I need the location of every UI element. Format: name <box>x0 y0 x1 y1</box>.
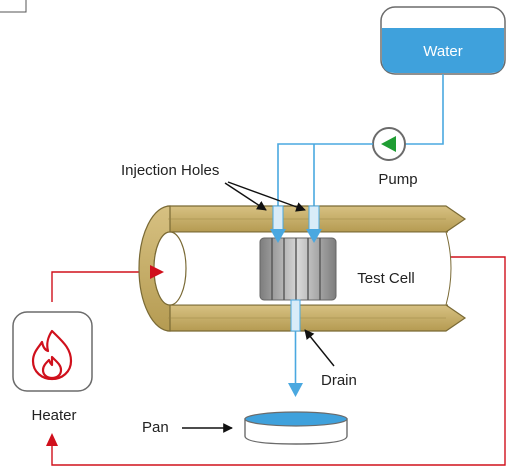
injection-holes-arrow-2 <box>227 181 306 212</box>
heat-supply-line <box>51 271 150 302</box>
drain-pipe <box>288 299 303 397</box>
water-tank: Water <box>380 6 506 75</box>
pan <box>244 411 348 445</box>
coil <box>259 237 337 301</box>
heater: Heater <box>12 311 93 424</box>
water-supply-line <box>405 74 444 145</box>
heat-return-line <box>51 256 506 466</box>
heat-return-arrowhead <box>46 433 58 446</box>
heat-supply-arrowhead <box>150 265 164 279</box>
corner-fragment <box>0 0 27 13</box>
flame-icon <box>31 329 73 381</box>
injection-holes-label: Injection Holes <box>121 162 219 179</box>
pan-label: Pan <box>142 419 169 436</box>
water-label: Water <box>423 43 462 60</box>
pump-label: Pump <box>378 171 417 188</box>
injection-pipes <box>270 205 322 243</box>
test-cell-label: Test Cell <box>357 270 415 287</box>
drain-arrow <box>304 329 335 367</box>
injection-holes-arrow-1 <box>224 182 267 211</box>
pump-triangle-icon <box>381 136 396 152</box>
heater-label: Heater <box>31 407 76 424</box>
drain-label: Drain <box>321 372 357 389</box>
pump: Pump <box>372 127 418 188</box>
